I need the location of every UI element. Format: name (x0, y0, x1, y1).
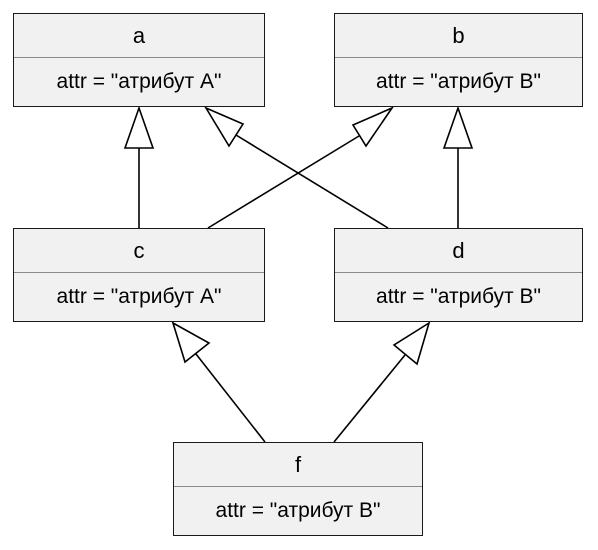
edge-f-to-d (333, 354, 406, 443)
arrowhead-d-to-a (204, 106, 245, 148)
class-attr-c: attr = "атрибут A" (56, 285, 222, 308)
class-name-b: b (335, 14, 582, 58)
arrowhead-c-to-b (351, 106, 395, 148)
class-name-c: c (14, 229, 264, 273)
class-name-f: f (174, 443, 422, 487)
class-attr-b: attr = "атрибут B" (376, 70, 541, 93)
arrowhead-f-to-d (392, 321, 431, 366)
class-box-a: a attr = "атрибут A" (13, 13, 265, 107)
class-box-c: c attr = "атрибут A" (13, 228, 265, 322)
class-name-a: a (14, 14, 264, 58)
arrowhead-c-to-a (123, 105, 155, 149)
class-box-f: f attr = "атрибут B" (173, 442, 423, 536)
class-box-d: d attr = "атрибут B" (334, 228, 583, 322)
class-attr-d: attr = "атрибут B" (376, 285, 541, 308)
arrowhead-d-to-b (442, 105, 474, 149)
edge-d-to-a (235, 134, 389, 229)
edge-f-to-c (195, 353, 266, 443)
class-name-d: d (335, 229, 582, 273)
class-box-b: b attr = "атрибут B" (334, 13, 583, 107)
arrowhead-f-to-c (171, 321, 211, 364)
class-attr-a: attr = "атрибут A" (56, 70, 222, 93)
class-attr-f: attr = "атрибут B" (215, 499, 381, 522)
edge-c-to-b (207, 135, 360, 229)
